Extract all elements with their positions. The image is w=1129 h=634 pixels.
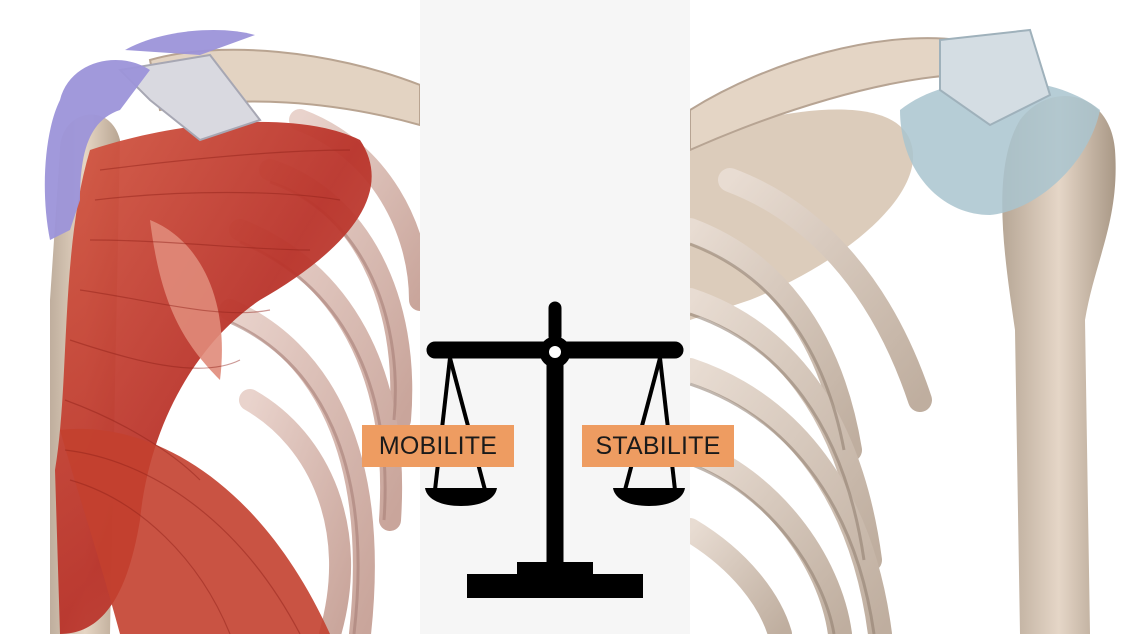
shoulder-muscles-illustration xyxy=(0,0,420,634)
label-stabilite: STABILITE xyxy=(582,425,734,467)
label-mobilite: MOBILITE xyxy=(362,425,514,467)
shoulder-bones-illustration xyxy=(690,0,1129,634)
